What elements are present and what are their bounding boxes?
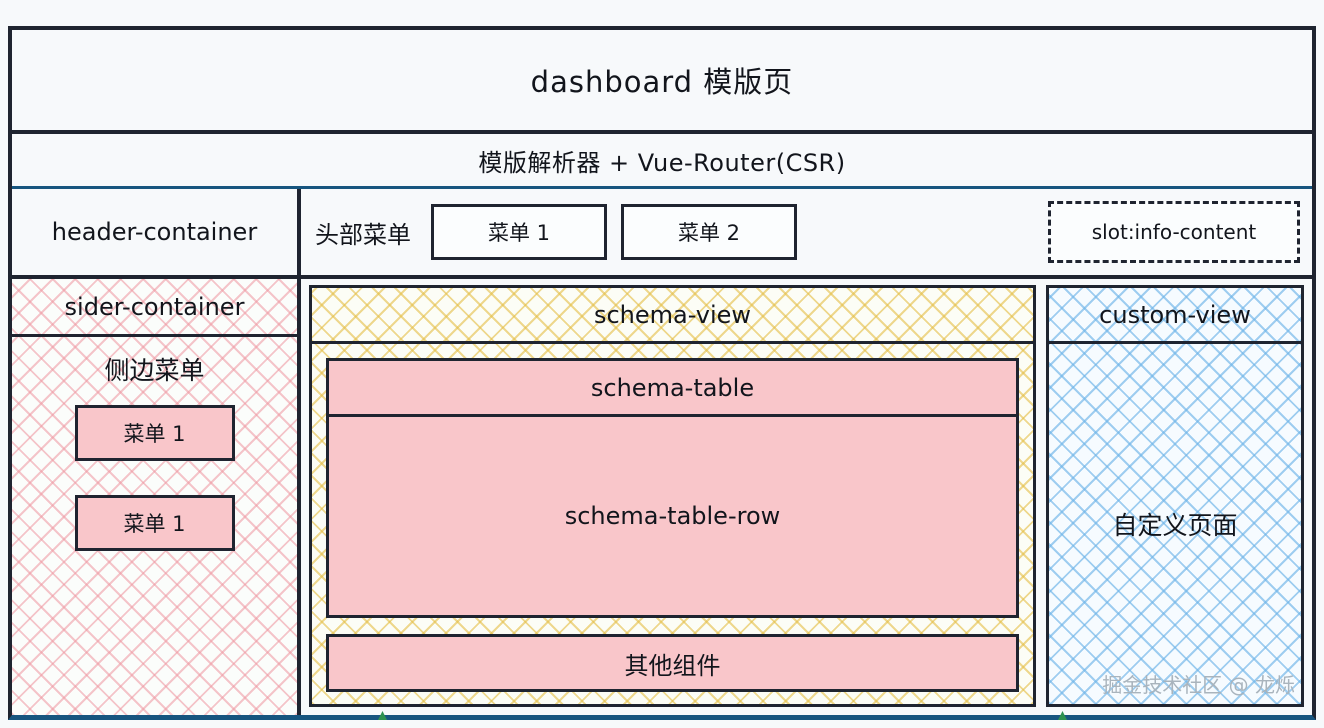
header-menu-button-1[interactable]: 菜单 1 xyxy=(431,204,607,260)
sider-container: sider-container 侧边菜单 菜单 1 菜单 1 xyxy=(12,279,301,715)
watermark: 掘金技术社区 @ 龙烁 xyxy=(1102,673,1295,697)
schema-table-label: schema-table xyxy=(329,361,1016,417)
page-title: dashboard 模版页 xyxy=(530,65,794,99)
header-container-label: header-container xyxy=(12,189,301,275)
schema-view-inner: schema-table schema-table-row 其他组件 xyxy=(312,344,1033,704)
architecture-diagram: dashboard 模版页 模版解析器 + Vue-Router(CSR) he… xyxy=(8,26,1316,720)
header-menu-title: 头部菜单 xyxy=(315,220,411,249)
sider-menu-title: 侧边菜单 xyxy=(104,356,205,385)
header-container-body: 头部菜单 菜单 1 菜单 2 slot:info-content xyxy=(301,189,1312,275)
other-component-box: 其他组件 xyxy=(326,634,1019,692)
schema-table-row: schema-table-row xyxy=(564,502,781,530)
schema-table: schema-table schema-table-row xyxy=(326,358,1019,618)
sider-menu-button-1[interactable]: 菜单 1 xyxy=(74,405,235,461)
content-area: schema-view schema-table schema-table-ro… xyxy=(301,279,1312,715)
schema-view-label: schema-view xyxy=(312,288,1033,344)
schema-view: schema-view schema-table schema-table-ro… xyxy=(309,285,1036,707)
header-container-row: header-container 头部菜单 菜单 1 菜单 2 slot:inf… xyxy=(12,189,1312,279)
sider-menu-button-2[interactable]: 菜单 1 xyxy=(74,495,235,551)
sider-container-label: sider-container xyxy=(12,279,297,337)
custom-view-label: custom-view xyxy=(1049,288,1301,344)
bottom-marker-left xyxy=(378,711,387,720)
custom-view: custom-view 自定义页面 掘金技术社区 @ 龙烁 xyxy=(1046,285,1304,707)
router-bar-row: 模版解析器 + Vue-Router(CSR) xyxy=(12,134,1312,189)
header-menu-button-2[interactable]: 菜单 2 xyxy=(621,204,797,260)
main-body-row: sider-container 侧边菜单 菜单 1 菜单 1 schema-vi… xyxy=(12,279,1312,715)
custom-view-body: 自定义页面 xyxy=(1112,511,1238,540)
dashboard-title-row: dashboard 模版页 xyxy=(12,30,1312,134)
sider-container-body: 侧边菜单 菜单 1 菜单 1 xyxy=(12,337,297,715)
bottom-marker-right xyxy=(1058,711,1067,720)
slot-info-content-box[interactable]: slot:info-content xyxy=(1048,201,1300,263)
router-bar-label: 模版解析器 + Vue-Router(CSR) xyxy=(478,148,846,177)
